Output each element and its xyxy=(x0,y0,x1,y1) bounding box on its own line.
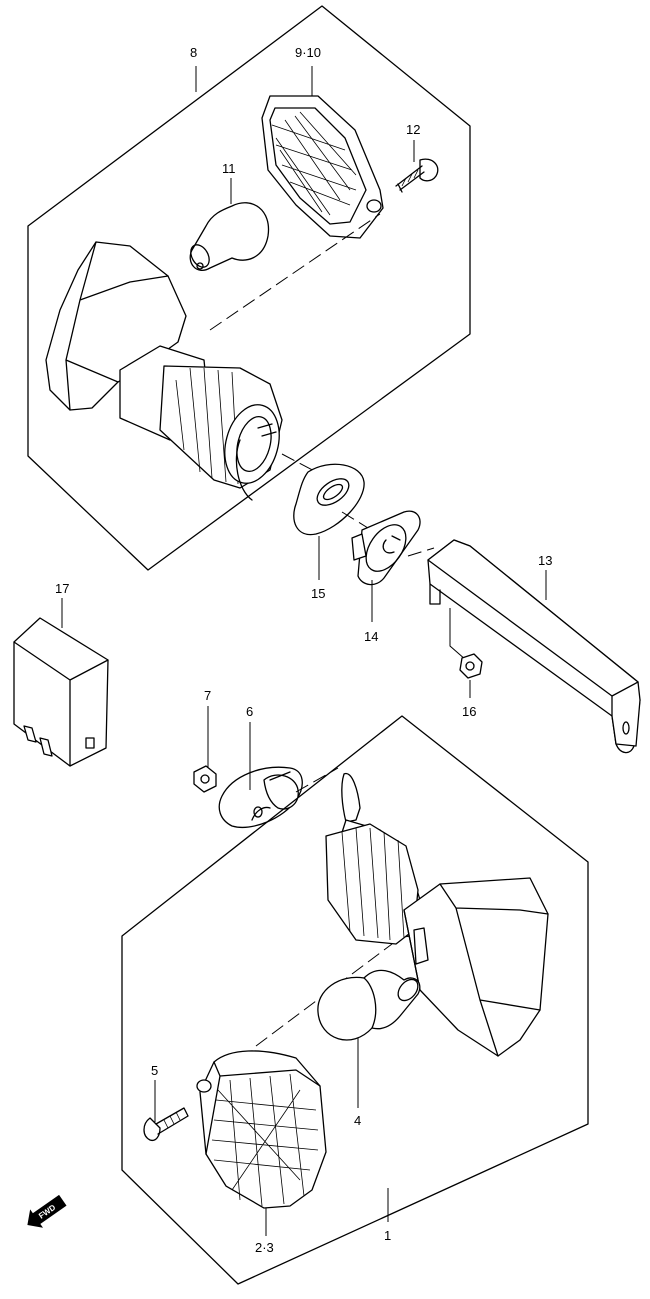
lower-assembly-frame xyxy=(121,715,589,1285)
label-part-8: 8 xyxy=(190,45,197,60)
leader-lines xyxy=(61,66,547,1236)
upper-housing xyxy=(45,241,283,501)
label-part-7: 7 xyxy=(204,688,211,703)
lower-lens-part-2-3 xyxy=(196,1050,327,1209)
label-part-13: 13 xyxy=(538,553,552,568)
lower-screw-part-5 xyxy=(143,1107,189,1142)
lower-bulb-part-4 xyxy=(317,969,421,1041)
upper-assembly-line-a xyxy=(209,213,381,331)
label-part-2-3: 2·3 xyxy=(255,1240,274,1255)
label-part-6: 6 xyxy=(246,704,253,719)
relay-part-17 xyxy=(13,617,109,767)
upper-bulb-part-11 xyxy=(189,202,270,271)
label-part-12: 12 xyxy=(406,122,420,137)
bracket-part-13 xyxy=(427,539,641,754)
plate-assembly-line xyxy=(407,547,435,557)
label-part-1: 1 xyxy=(384,1228,391,1243)
grommet-part-15 xyxy=(293,463,365,536)
label-part-4: 4 xyxy=(354,1113,361,1128)
upper-assembly-line-b xyxy=(281,453,321,475)
label-part-14: 14 xyxy=(364,629,378,644)
nut-part-16 xyxy=(449,608,483,679)
forward-direction-badge: FWD xyxy=(27,1194,67,1228)
upper-lens-part-9-10 xyxy=(261,95,384,239)
plate-part-14 xyxy=(351,510,421,586)
label-part-5: 5 xyxy=(151,1063,158,1078)
label-part-15: 15 xyxy=(311,586,325,601)
grommet-part-6 xyxy=(218,766,303,828)
fwd-arrow-icon xyxy=(27,1194,67,1228)
label-part-17: 17 xyxy=(55,581,69,596)
label-part-16: 16 xyxy=(462,704,476,719)
upper-screw-part-12 xyxy=(395,158,439,193)
nut-part-7 xyxy=(193,765,217,793)
grommet-assembly-line xyxy=(341,511,369,529)
label-part-11: 11 xyxy=(222,161,236,176)
lower-housing xyxy=(325,772,549,1057)
label-part-9-10: 9·10 xyxy=(295,45,321,60)
upper-assembly-frame xyxy=(27,5,471,571)
